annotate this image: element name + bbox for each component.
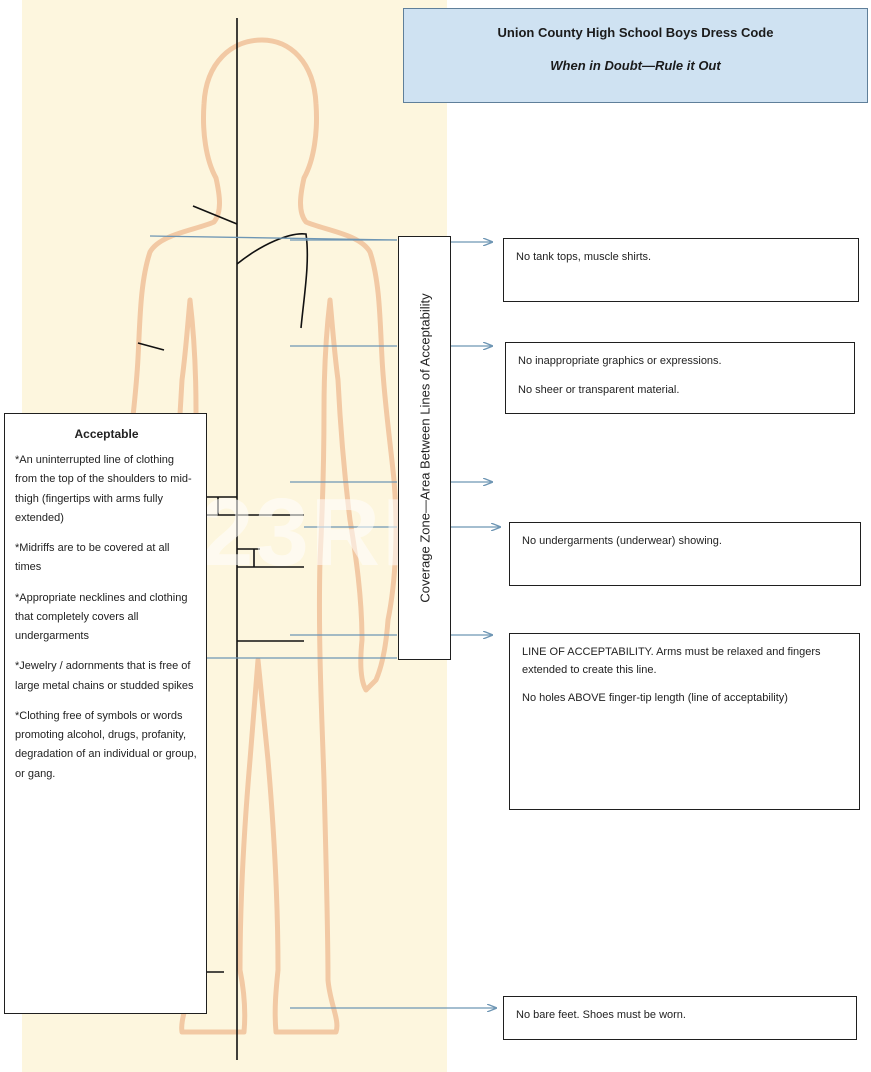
page-title: Union County High School Boys Dress Code: [404, 25, 867, 40]
rule-text: No inappropriate graphics or expressions…: [518, 353, 842, 371]
rule-box-bare-feet: No bare feet. Shoes must be worn.: [503, 996, 857, 1040]
coverage-zone-label: Coverage Zone—Area Between Lines of Acce…: [417, 293, 432, 602]
acceptable-heading: Acceptable: [15, 424, 198, 445]
acceptable-item: *Midriffs are to be covered at all times: [15, 539, 198, 578]
rule-text: No undergarments (underwear) showing.: [522, 533, 848, 551]
rule-box-undergarments: No undergarments (underwear) showing.: [509, 522, 861, 586]
acceptable-box: Acceptable *An uninterrupted line of clo…: [4, 413, 207, 1014]
rule-text: No bare feet. Shoes must be worn.: [516, 1007, 844, 1025]
acceptable-item: *Appropriate necklines and clothing that…: [15, 589, 198, 647]
rule-text: No holes ABOVE finger-tip length (line o…: [522, 690, 847, 708]
rule-text: No tank tops, muscle shirts.: [516, 249, 846, 267]
page-subtitle: When in Doubt—Rule it Out: [404, 58, 867, 73]
acceptable-item: *Clothing free of symbols or words promo…: [15, 707, 198, 784]
coverage-zone-box: Coverage Zone—Area Between Lines of Acce…: [398, 236, 451, 660]
rule-box-tank-tops: No tank tops, muscle shirts.: [503, 238, 859, 302]
rule-text: LINE OF ACCEPTABILITY. Arms must be rela…: [522, 644, 847, 679]
rule-box-graphics: No inappropriate graphics or expressions…: [505, 342, 855, 414]
rule-text: No sheer or transparent material.: [518, 382, 842, 400]
title-box: Union County High School Boys Dress Code…: [403, 8, 868, 103]
acceptable-item: *Jewelry / adornments that is free of la…: [15, 657, 198, 696]
acceptable-item: *An uninterrupted line of clothing from …: [15, 451, 198, 528]
rule-box-line-of-acceptability: LINE OF ACCEPTABILITY. Arms must be rela…: [509, 633, 860, 810]
